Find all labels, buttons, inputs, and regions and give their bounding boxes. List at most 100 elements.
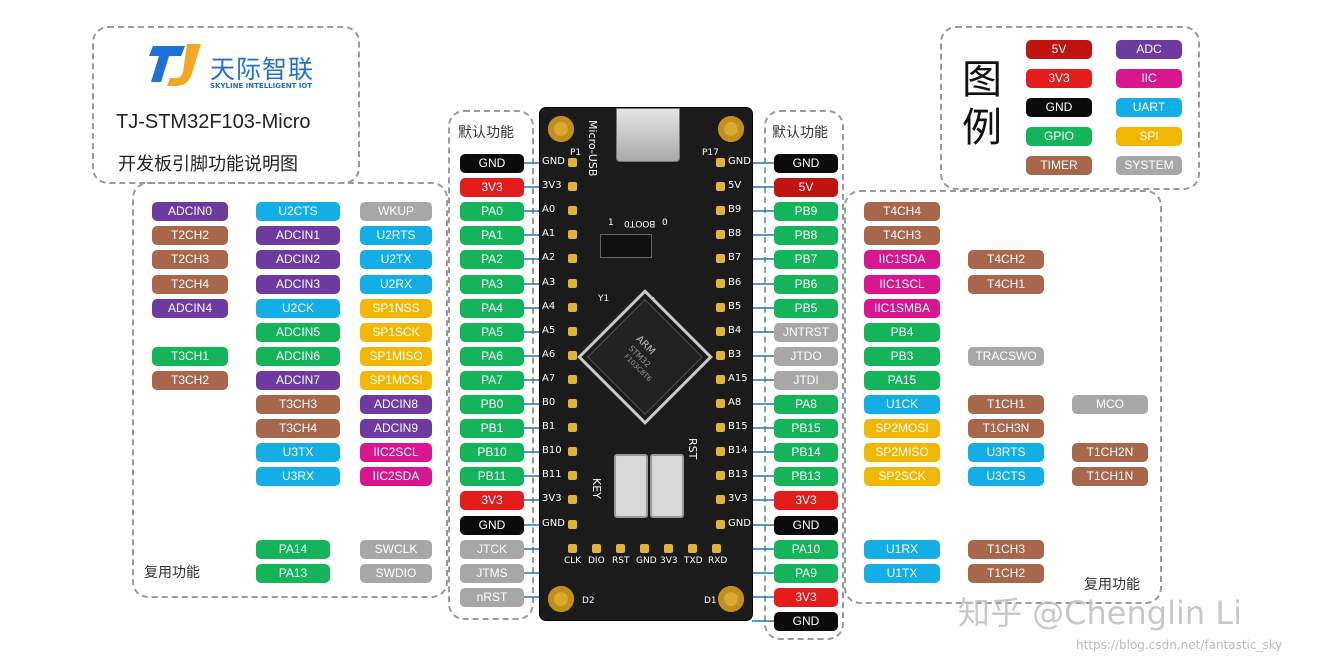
right-header-pad bbox=[716, 495, 725, 504]
right-default-pin: PB9 bbox=[774, 202, 838, 221]
right-pin-silk: B13 bbox=[728, 469, 748, 480]
bottom-header-pad bbox=[712, 544, 721, 553]
left-alt-pin: ADCIN9 bbox=[360, 419, 432, 438]
legend-gnd: GND bbox=[1026, 98, 1092, 117]
left-pin-silk: GND bbox=[542, 156, 565, 167]
right-alt-pin: U1RX bbox=[864, 540, 940, 559]
skyline-logo-icon bbox=[149, 44, 201, 86]
right-default-pin: PB13 bbox=[774, 467, 838, 486]
bottom-pin-silk: GND bbox=[636, 556, 657, 566]
rst-button[interactable] bbox=[650, 454, 684, 518]
left-alt-pin: T2CH4 bbox=[152, 275, 228, 294]
right-alt-pin: PA15 bbox=[864, 371, 940, 390]
right-header-pad bbox=[716, 471, 725, 480]
watermark-url: https://blog.csdn.net/fantastic_sky bbox=[1076, 638, 1283, 652]
bottom-header-pad bbox=[640, 544, 649, 553]
right-pin-silk: B6 bbox=[728, 277, 742, 288]
right-header-pad bbox=[716, 327, 725, 336]
left-alt-pin: SP1MOSI bbox=[360, 371, 432, 390]
left-alt-pin: U2TX bbox=[360, 250, 432, 269]
left-alt-pin: U2CTS bbox=[256, 202, 340, 221]
right-default-pin: PB6 bbox=[774, 275, 838, 294]
boot-silk: BOOT0 bbox=[624, 218, 656, 228]
right-default-pin: PB15 bbox=[774, 419, 838, 438]
key-silk: KEY bbox=[590, 478, 603, 499]
legend-3v3: 3V3 bbox=[1026, 69, 1092, 88]
left-header-pad bbox=[568, 520, 577, 529]
left-default-pin: 3V3 bbox=[460, 491, 524, 510]
board-caption: 开发板引脚功能说明图 bbox=[118, 154, 298, 175]
left-alt-pin: ADCIN3 bbox=[256, 275, 340, 294]
left-default-box bbox=[448, 110, 534, 620]
bottom-header-pad bbox=[616, 544, 625, 553]
left-alt-pin: SWDIO bbox=[360, 564, 432, 583]
left-alt-pin: T3CH2 bbox=[152, 371, 228, 390]
right-pin-silk: A8 bbox=[728, 397, 742, 408]
boot-jumper[interactable] bbox=[600, 234, 652, 258]
left-alt-pin: U3TX bbox=[256, 443, 340, 462]
left-pin-silk: A0 bbox=[542, 204, 556, 215]
legend-box bbox=[940, 26, 1200, 190]
right-pin-silk: 5V bbox=[728, 180, 742, 191]
left-default-pin: nRST bbox=[460, 588, 524, 607]
left-default-pin: PB1 bbox=[460, 419, 524, 438]
right-pin-silk: B15 bbox=[728, 421, 748, 432]
left-pin-silk: B1 bbox=[542, 421, 556, 432]
left-pin-silk: A6 bbox=[542, 349, 556, 360]
right-default-pin: PB5 bbox=[774, 299, 838, 318]
key-button[interactable] bbox=[614, 454, 648, 518]
right-header-pad bbox=[716, 520, 725, 529]
right-alt-pin: U3CTS bbox=[968, 467, 1044, 486]
left-alt-pin: IIC2SDA bbox=[360, 467, 432, 486]
right-header-pad bbox=[716, 254, 725, 263]
left-default-pin: PA6 bbox=[460, 347, 524, 366]
right-header-pad bbox=[716, 351, 725, 360]
right-header-pad bbox=[716, 423, 725, 432]
left-default-pin: PA2 bbox=[460, 250, 524, 269]
board-title: TJ-STM32F103-Micro bbox=[116, 111, 311, 133]
right-default-pin: PA10 bbox=[774, 540, 838, 559]
legend-iic: IIC bbox=[1116, 69, 1182, 88]
left-header-pad bbox=[568, 303, 577, 312]
left-alt-pin: T3CH4 bbox=[256, 419, 340, 438]
left-alt-pin: SP1MISO bbox=[360, 347, 432, 366]
right-header-pad bbox=[716, 182, 725, 191]
right-default-pin: JTDO bbox=[774, 347, 838, 366]
mount-hole-tl bbox=[548, 116, 574, 142]
p17-silk: P17 bbox=[702, 148, 719, 158]
left-header-pad bbox=[568, 423, 577, 432]
left-header-pad bbox=[568, 399, 577, 408]
d2-silk: D2 bbox=[582, 596, 595, 606]
right-header-pad bbox=[716, 230, 725, 239]
legend-adc: ADC bbox=[1116, 40, 1182, 59]
left-alt-pin: PA13 bbox=[256, 564, 330, 583]
left-header-pad bbox=[568, 279, 577, 288]
right-pin-silk: B14 bbox=[728, 445, 748, 456]
left-alt-pin: T2CH2 bbox=[152, 226, 228, 245]
right-alt-pin: T1CH1N bbox=[1072, 467, 1148, 486]
y1-silk: Y1 bbox=[598, 294, 610, 304]
right-pin-silk: B8 bbox=[728, 228, 742, 239]
left-alt-pin: PA14 bbox=[256, 540, 330, 559]
left-default-heading: 默认功能 bbox=[458, 125, 514, 141]
left-pin-silk: A7 bbox=[542, 373, 556, 384]
left-alt-pin: IIC2SCL bbox=[360, 443, 432, 462]
right-alt-pin: SP2MOSI bbox=[864, 419, 940, 438]
mount-hole-br bbox=[718, 586, 744, 612]
left-default-pin: PB10 bbox=[460, 443, 524, 462]
left-header-pad bbox=[568, 182, 577, 191]
u2-silk: U2 bbox=[642, 296, 656, 307]
left-header-pad bbox=[568, 206, 577, 215]
left-pin-silk: B0 bbox=[542, 397, 556, 408]
usb-silk: Micro-USB bbox=[586, 120, 599, 177]
mount-hole-tr bbox=[718, 116, 744, 142]
right-alt-pin: IIC1SMBA bbox=[864, 299, 940, 318]
right-default-pin: PA9 bbox=[774, 564, 838, 583]
bottom-header-pad bbox=[592, 544, 601, 553]
left-alt-pin: ADCIN6 bbox=[256, 347, 340, 366]
left-header-pad bbox=[568, 254, 577, 263]
right-pin-silk: B5 bbox=[728, 301, 742, 312]
left-default-pin: PB11 bbox=[460, 467, 524, 486]
right-alt-pin: T1CH2 bbox=[968, 564, 1044, 583]
